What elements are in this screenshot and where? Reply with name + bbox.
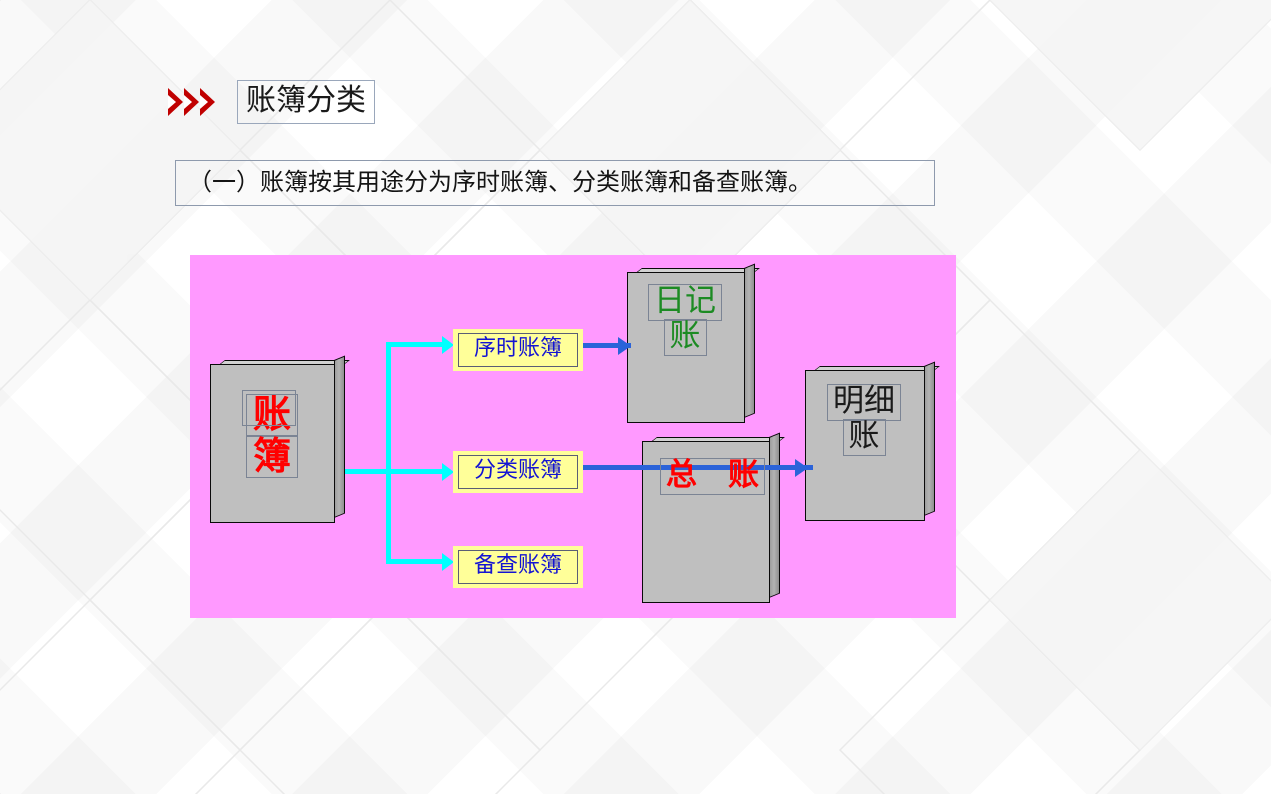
label-beicha-zhangbu[interactable]: 备查账簿 bbox=[453, 546, 583, 589]
branch-line-fenlei bbox=[386, 469, 444, 474]
book-spine-edge bbox=[924, 361, 935, 516]
label-shishi-zhangbu[interactable]: 序时账簿 bbox=[453, 329, 583, 372]
flow-arrow-head-detail-icon bbox=[795, 458, 808, 477]
flow-arrow-head-journal-icon bbox=[618, 336, 631, 355]
book-ledger: 账 簿 bbox=[210, 355, 350, 523]
book-subsidiary-ledger-line1: 明细 bbox=[827, 384, 901, 421]
book-general-ledger-line1: 总 账 bbox=[660, 458, 765, 495]
label-shishi-zhangbu-text: 序时账簿 bbox=[458, 333, 578, 368]
flow-line-fenlei-to-detail bbox=[583, 465, 813, 470]
branch-trunk-line bbox=[345, 469, 391, 474]
book-general-ledger-text: 总 账 bbox=[660, 458, 765, 495]
chevron-right-icon-2 bbox=[184, 88, 199, 116]
book-general-ledger: 总 账 bbox=[642, 432, 785, 603]
book-spine-edge bbox=[744, 263, 755, 418]
book-subsidiary-ledger-text: 明细 账 bbox=[827, 384, 901, 456]
book-journal: 日记 账 bbox=[627, 263, 760, 423]
subtitle-text: （一）账簿按其用途分为序时账簿、分类账簿和备查账簿。 bbox=[175, 160, 935, 206]
triple-chevron-right-icon bbox=[168, 88, 215, 116]
label-fenlei-zhangbu-text: 分类账簿 bbox=[458, 455, 578, 490]
branch-riser-line bbox=[386, 342, 391, 564]
book-journal-text: 日记 账 bbox=[648, 284, 722, 356]
slide-heading: 账簿分类 bbox=[168, 78, 375, 126]
book-front-face bbox=[805, 370, 925, 521]
book-ledger-line2: 簿 bbox=[246, 436, 299, 478]
book-subsidiary-ledger-line2: 账 bbox=[842, 419, 886, 456]
label-fenlei-zhangbu[interactable]: 分类账簿 bbox=[453, 451, 583, 494]
book-journal-line2: 账 bbox=[663, 319, 707, 356]
chevron-right-icon-3 bbox=[200, 88, 215, 116]
book-spine-edge bbox=[769, 432, 780, 598]
book-journal-line1: 日记 bbox=[648, 284, 722, 321]
book-spine-edge bbox=[334, 355, 345, 518]
page-title: 账簿分类 bbox=[237, 80, 375, 124]
branch-line-shishi bbox=[386, 342, 444, 347]
branch-line-beicha bbox=[386, 559, 444, 564]
label-beicha-zhangbu-text: 备查账簿 bbox=[458, 550, 578, 585]
book-front-face bbox=[627, 272, 745, 423]
ledger-placeholder-outline bbox=[242, 390, 296, 426]
book-subsidiary-ledger: 明细 账 bbox=[805, 361, 940, 521]
chevron-right-icon-1 bbox=[168, 88, 183, 116]
diagram-panel: 账 簿 日记 账 总 账 明细 账 序时账簿 bbox=[190, 255, 956, 618]
